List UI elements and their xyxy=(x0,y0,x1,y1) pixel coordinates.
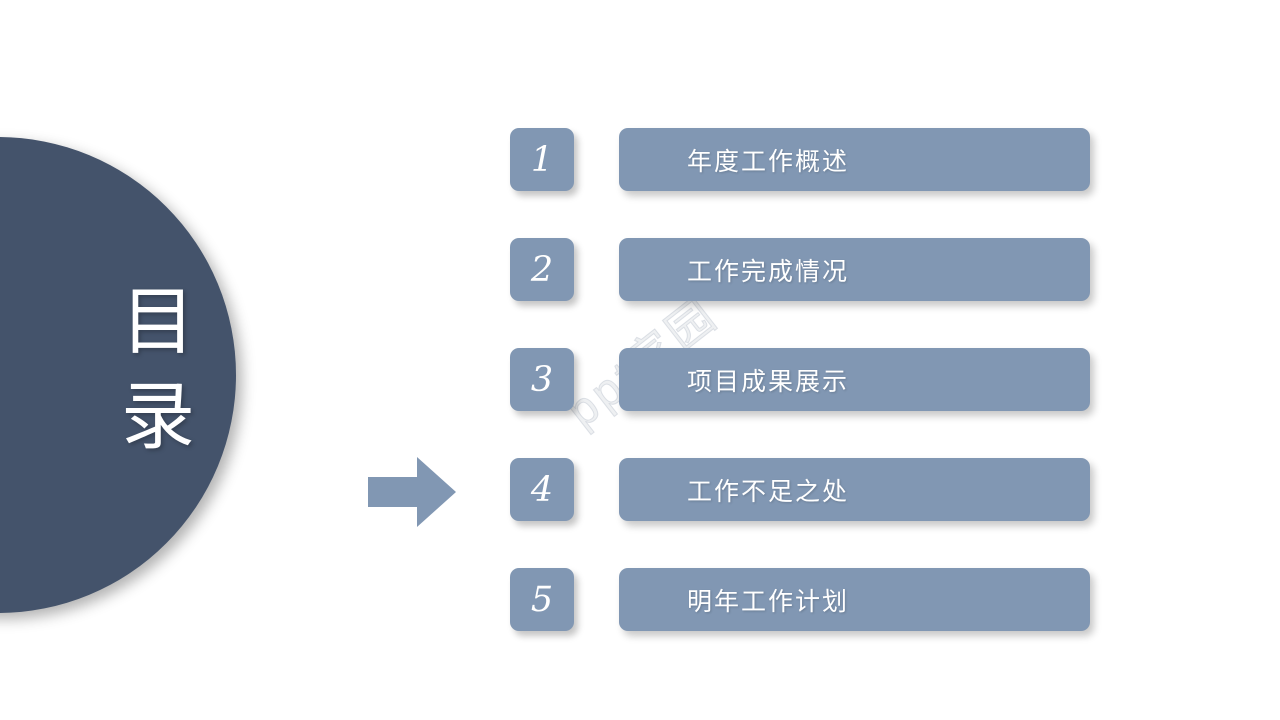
agenda-item-4[interactable]: 4 工作不足之处 xyxy=(510,458,1090,521)
agenda-item-5[interactable]: 5 明年工作计划 xyxy=(510,568,1090,631)
agenda-number-badge: 2 xyxy=(510,238,574,301)
page-title-char-2: 录 xyxy=(121,374,197,458)
agenda-label-bar[interactable]: 明年工作计划 xyxy=(619,568,1090,631)
agenda-number-badge: 3 xyxy=(510,348,574,411)
agenda-list: 1 年度工作概述 2 工作完成情况 3 项目成果展示 4 工作不足之处 5 明年… xyxy=(510,128,1090,631)
agenda-number-badge: 1 xyxy=(510,128,574,191)
agenda-label-bar[interactable]: 项目成果展示 xyxy=(619,348,1090,411)
agenda-item-3[interactable]: 3 项目成果展示 xyxy=(510,348,1090,411)
agenda-item-2[interactable]: 2 工作完成情况 xyxy=(510,238,1090,301)
agenda-label-bar[interactable]: 工作完成情况 xyxy=(619,238,1090,301)
agenda-item-1[interactable]: 1 年度工作概述 xyxy=(510,128,1090,191)
arrow-right-icon xyxy=(368,457,456,527)
page-title-char-1: 目 xyxy=(121,280,197,363)
agenda-label-bar[interactable]: 工作不足之处 xyxy=(619,458,1090,521)
agenda-number-badge: 5 xyxy=(510,568,574,631)
page-title: 目 录 xyxy=(116,280,202,458)
agenda-number-badge: 4 xyxy=(510,458,574,521)
agenda-label-bar[interactable]: 年度工作概述 xyxy=(619,128,1090,191)
